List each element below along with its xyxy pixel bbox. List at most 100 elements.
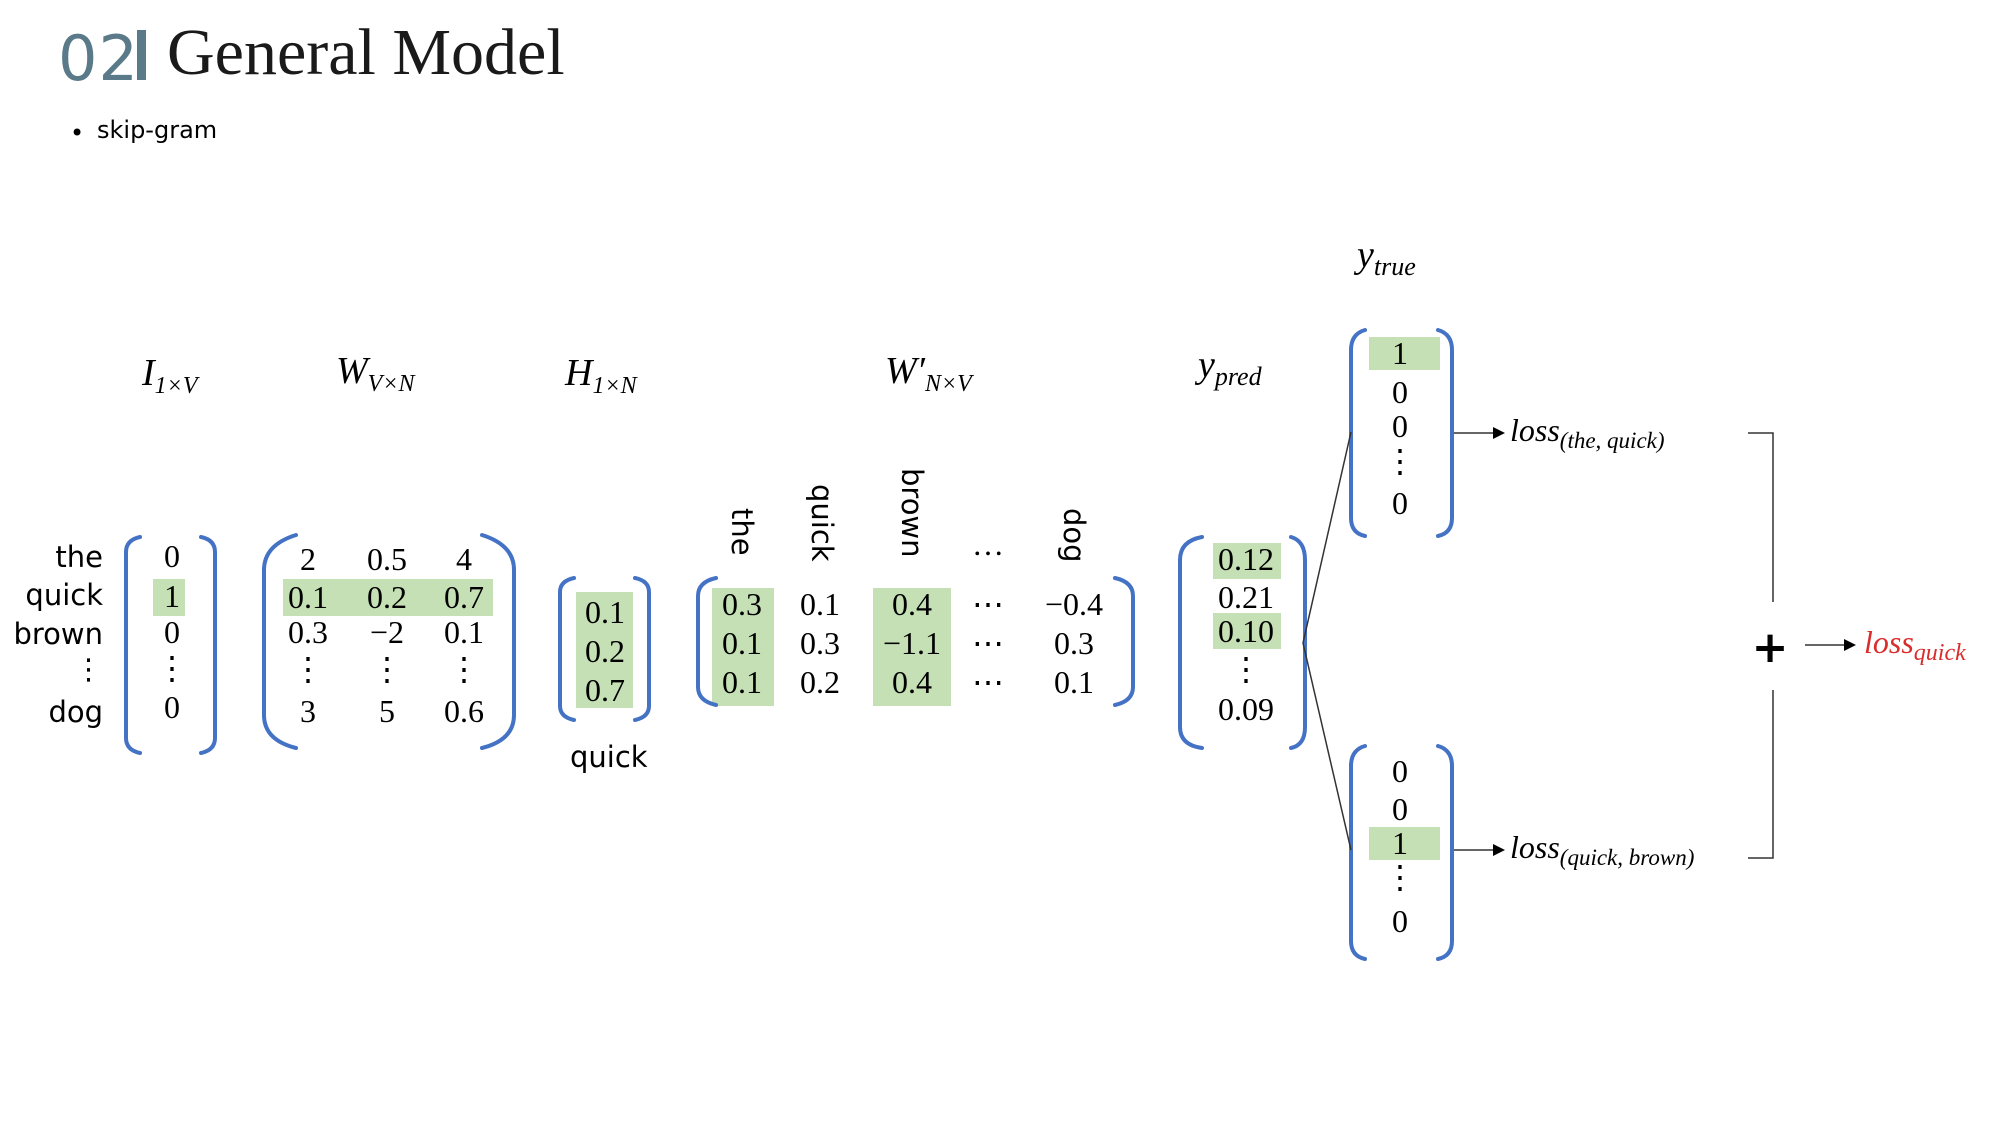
input-cell: 0 bbox=[164, 614, 180, 650]
hidden-caption: quick bbox=[570, 740, 648, 774]
bracket-input-right bbox=[199, 535, 217, 755]
wprime-cell: 0.4 bbox=[892, 664, 932, 700]
bracket-wprime-right bbox=[1113, 576, 1135, 707]
wprime-cell: 0.4 bbox=[892, 586, 932, 622]
arrowhead-top bbox=[1493, 427, 1505, 439]
wprime-header-dog: dog bbox=[1057, 508, 1091, 563]
wprime-cell: 0.1 bbox=[1054, 664, 1094, 700]
ypred-vector: 0.12 0.21 0.10 ⋮ 0.09 bbox=[1218, 541, 1274, 727]
highlight-input-quick bbox=[153, 579, 185, 616]
bracket-input-left bbox=[124, 535, 142, 755]
w-cell: 3 bbox=[300, 693, 316, 729]
row-label-brown: brown bbox=[13, 617, 103, 651]
brace-bottom bbox=[1748, 690, 1774, 859]
w-cell: 0.7 bbox=[444, 579, 484, 615]
wprime-cell: ⋯ bbox=[972, 586, 1004, 622]
arrowheads bbox=[1493, 427, 1856, 856]
highlight-wprime-brown bbox=[873, 588, 951, 706]
matrix-headers: I1×V WV×N H1×N W′N×V ypred ytrue bbox=[141, 234, 1416, 399]
wprime-cell: 0.1 bbox=[722, 625, 762, 661]
ypred-cell: 0.12 bbox=[1218, 541, 1274, 577]
w-matrix: 2 0.5 4 0.1 0.2 0.7 0.3 −2 0.1 ⋮ ⋮ ⋮ 3 5… bbox=[288, 541, 484, 729]
wprime-cell: ⋯ bbox=[972, 664, 1004, 700]
slide-number: 02 bbox=[58, 22, 139, 95]
ytrue-top-cell: 0 bbox=[1392, 374, 1408, 410]
wprime-header-quick: quick bbox=[805, 484, 839, 562]
loss-the-quick: loss(the, quick) bbox=[1510, 412, 1665, 453]
label-i: I1×V bbox=[141, 352, 200, 399]
wprime-matrix: 0.3 0.1 0.4 ⋯ −0.4 0.1 0.3 −1.1 ⋯ 0.3 0.… bbox=[722, 586, 1103, 700]
page-title: General Model bbox=[167, 16, 565, 89]
wprime-cell: −1.1 bbox=[883, 625, 941, 661]
ytrue-top-cell: 0 bbox=[1392, 408, 1408, 444]
ytrue-bottom-cell: 0 bbox=[1392, 791, 1408, 827]
ytrue-top-vector: 1 0 0 ⋮ 0 bbox=[1384, 335, 1416, 521]
w-cell: 0.2 bbox=[367, 579, 407, 615]
highlight-ypred-the bbox=[1213, 543, 1281, 579]
wprime-cell: 0.3 bbox=[722, 586, 762, 622]
input-vector: 0 1 0 ⋮ 0 bbox=[156, 538, 188, 725]
bracket-w-left bbox=[262, 533, 298, 750]
ytrue-bottom-cell: 1 bbox=[1392, 825, 1408, 861]
hidden-cell: 0.2 bbox=[585, 633, 625, 669]
ytrue-bottom-vector: 0 0 1 ⋮ 0 bbox=[1384, 753, 1416, 939]
loss-quick-brown: loss(quick, brown) bbox=[1510, 829, 1694, 870]
label-w: WV×N bbox=[336, 350, 417, 397]
ytrue-bottom-cell: 0 bbox=[1392, 753, 1408, 789]
label-ypred: ypred bbox=[1194, 344, 1263, 391]
highlight-wprime-the bbox=[712, 588, 774, 706]
ytrue-top-cell: ⋮ bbox=[1384, 443, 1416, 479]
arrowhead-bottom bbox=[1493, 844, 1505, 856]
hidden-vector: 0.1 0.2 0.7 bbox=[585, 594, 625, 708]
arrowhead-total bbox=[1844, 639, 1856, 651]
bracket-ytrue-top-left bbox=[1349, 328, 1367, 538]
hidden-cell: 0.1 bbox=[585, 594, 625, 630]
wprime-cell: −0.4 bbox=[1045, 586, 1103, 622]
brackets bbox=[124, 328, 1454, 961]
label-h: H1×N bbox=[564, 352, 639, 399]
bracket-hidden-left bbox=[558, 576, 576, 722]
w-cell: ⋮ bbox=[448, 651, 480, 687]
bullet-text: skip-gram bbox=[97, 116, 218, 144]
wprime-headers: the quick brown … dog bbox=[725, 468, 1091, 563]
loss-quick-total: lossquick bbox=[1864, 624, 1966, 666]
wprime-cell: 0.3 bbox=[800, 625, 840, 661]
w-cell: 0.6 bbox=[444, 693, 484, 729]
wprime-header-the: the bbox=[725, 508, 759, 556]
bracket-ytrue-bottom-right bbox=[1436, 744, 1454, 961]
ytrue-bottom-cell: 0 bbox=[1392, 903, 1408, 939]
brace-top bbox=[1748, 432, 1774, 602]
w-cell: 0.1 bbox=[444, 614, 484, 650]
wprime-cell: ⋯ bbox=[972, 625, 1004, 661]
hidden-cell: 0.7 bbox=[585, 672, 625, 708]
row-label-quick: quick bbox=[25, 578, 103, 612]
bracket-ytrue-top-right bbox=[1436, 328, 1454, 538]
w-cell: 0.3 bbox=[288, 614, 328, 650]
wprime-cell: 0.2 bbox=[800, 664, 840, 700]
w-cell: 0.1 bbox=[288, 579, 328, 615]
w-cell: ⋮ bbox=[292, 651, 324, 687]
wprime-cell: 0.1 bbox=[722, 664, 762, 700]
w-cell: 2 bbox=[300, 541, 316, 577]
ypred-cell: 0.21 bbox=[1218, 579, 1274, 615]
input-cell: 0 bbox=[164, 538, 180, 574]
wprime-cell: 0.3 bbox=[1054, 625, 1094, 661]
input-cell: ⋮ bbox=[156, 650, 188, 686]
row-label-dog: dog bbox=[48, 695, 103, 729]
ytrue-bottom-cell: ⋮ bbox=[1384, 859, 1416, 895]
label-wprime: W′N×V bbox=[885, 350, 974, 397]
ypred-cell: 0.10 bbox=[1218, 613, 1274, 649]
connectors bbox=[1302, 431, 1845, 859]
ypred-cell: 0.09 bbox=[1218, 691, 1274, 727]
bracket-ypred-right bbox=[1289, 535, 1307, 750]
label-ytrue: ytrue bbox=[1353, 234, 1416, 281]
ypred-cell: ⋮ bbox=[1230, 651, 1262, 687]
highlight-ypred-brown bbox=[1213, 613, 1281, 649]
bracket-hidden-right bbox=[633, 576, 651, 722]
w-cell: −2 bbox=[370, 614, 404, 650]
highlight-w-row bbox=[283, 579, 493, 616]
title-accent-bar bbox=[137, 30, 146, 80]
w-cell: 4 bbox=[456, 541, 472, 577]
input-cell: 1 bbox=[164, 578, 180, 614]
